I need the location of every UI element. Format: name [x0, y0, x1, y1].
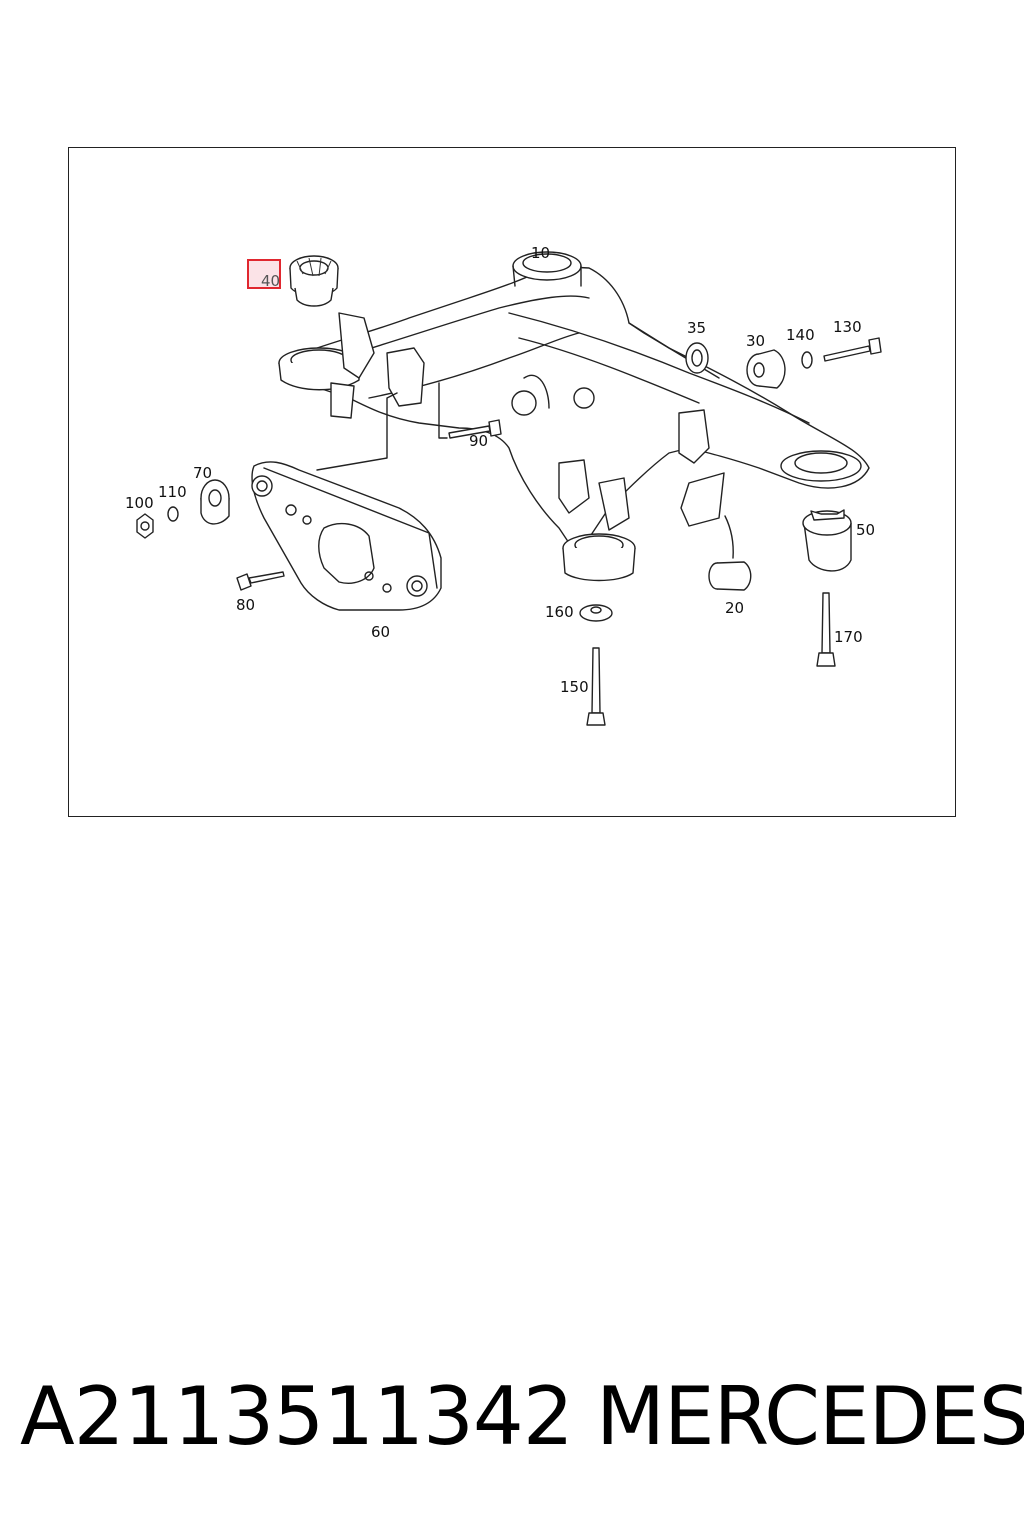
callout-35[interactable]: 35 [687, 319, 707, 337]
callout-100[interactable]: 100 [125, 494, 154, 512]
part-150-bolt [586, 647, 606, 726]
callout-140[interactable]: 140 [786, 326, 815, 344]
callout-150[interactable]: 150 [560, 678, 589, 696]
part-130-bolt [823, 337, 882, 362]
part-40-mount [289, 255, 339, 307]
part-100-nut [136, 513, 154, 539]
part-80-bolt [236, 571, 285, 591]
highlight-box-40 [247, 259, 281, 289]
callout-160[interactable]: 160 [545, 603, 574, 621]
callout-40[interactable]: 40 [261, 272, 281, 290]
part-70-bushing [200, 479, 230, 525]
part-number-caption: A2113511342 [20, 1370, 574, 1463]
part-20-bushing [708, 515, 752, 591]
callout-30[interactable]: 30 [746, 332, 766, 350]
callout-20[interactable]: 20 [725, 599, 745, 617]
callout-90[interactable]: 90 [469, 432, 489, 450]
callout-170[interactable]: 170 [834, 628, 863, 646]
subframe-drawing [136, 251, 882, 726]
part-50-mount [802, 509, 852, 572]
part-60-plate [251, 392, 442, 611]
brand-caption: MERCEDES [596, 1370, 1024, 1463]
callout-130[interactable]: 130 [833, 318, 862, 336]
callout-60[interactable]: 60 [371, 623, 391, 641]
callout-110[interactable]: 110 [158, 483, 187, 501]
diagram-frame: 40 10 20 30 35 50 60 70 80 90 100 110 13… [68, 147, 956, 817]
part-30-bushing [746, 349, 786, 389]
callout-70[interactable]: 70 [193, 464, 213, 482]
subframe-body [278, 251, 870, 582]
callout-10[interactable]: 10 [531, 244, 551, 262]
callout-50[interactable]: 50 [856, 521, 876, 539]
callout-80[interactable]: 80 [236, 596, 256, 614]
part-160-washer [579, 604, 613, 622]
part-140-washer [801, 351, 813, 369]
part-170-bolt [816, 592, 836, 667]
part-90-bolt [438, 382, 502, 439]
part-35-ring [685, 342, 709, 374]
part-110-washer [167, 506, 179, 522]
